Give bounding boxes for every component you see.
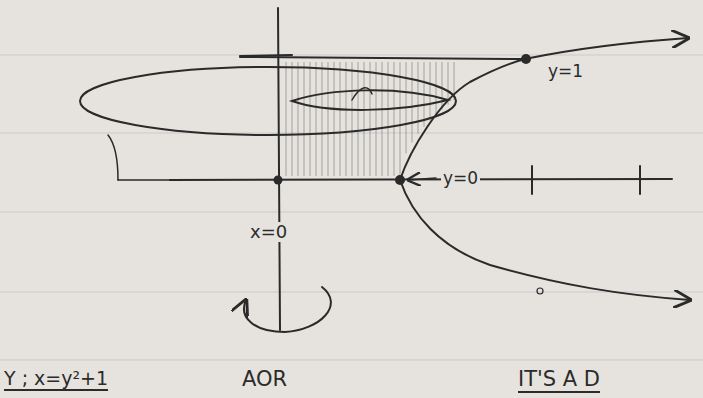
x-axis xyxy=(170,179,672,180)
hatch-line xyxy=(400,62,401,176)
hatch-line xyxy=(322,62,323,176)
hatch-line xyxy=(358,62,359,176)
hatch-line xyxy=(328,62,329,176)
hatch-line xyxy=(304,62,305,176)
hatch-line xyxy=(346,62,347,176)
tick xyxy=(240,55,292,56)
paper-rule xyxy=(0,55,703,360)
origin-dot xyxy=(274,176,283,185)
hatch-line xyxy=(418,62,419,134)
parabola-upper xyxy=(400,38,688,180)
parabola-lower xyxy=(400,180,690,300)
point-dot xyxy=(537,288,543,294)
hatch-line xyxy=(298,62,299,176)
equation-note: Y ; x=y²+1 xyxy=(4,368,108,391)
hatch-line xyxy=(364,62,365,176)
heading-note: IT'S A D xyxy=(518,368,600,393)
axis-label: x=0 xyxy=(248,222,289,242)
hatch-line xyxy=(286,62,287,176)
hatch-line xyxy=(448,62,449,105)
axis-label: y=1 xyxy=(548,62,583,81)
method-note: AOR xyxy=(242,368,287,391)
y-equals-1-line xyxy=(240,57,522,59)
hatch-line xyxy=(430,62,431,120)
tick xyxy=(531,166,533,194)
hatch-line xyxy=(352,62,353,176)
sketch-mark xyxy=(108,135,118,180)
hatch-line xyxy=(394,62,395,176)
hatch-line xyxy=(292,62,293,176)
sketch-mark xyxy=(118,179,170,181)
axis-label: y=0 xyxy=(441,169,480,188)
hatch-line xyxy=(340,62,341,176)
hatch-line xyxy=(310,62,311,176)
point-dot xyxy=(521,54,531,64)
inner-lens xyxy=(292,90,448,110)
sketch-mark xyxy=(352,88,372,100)
hatch-line xyxy=(334,62,335,176)
hatch-line xyxy=(412,62,413,142)
hatch-line xyxy=(388,62,389,176)
tick xyxy=(639,166,641,194)
hatch-line xyxy=(316,62,317,176)
hatch-line xyxy=(370,62,371,176)
vertex-dot xyxy=(395,175,405,185)
hatch-line xyxy=(436,62,437,115)
rotation-arrow xyxy=(244,287,331,332)
hatch-line xyxy=(382,62,383,176)
leader-line xyxy=(408,178,436,180)
revolved-solid xyxy=(80,67,456,135)
hatch-line xyxy=(376,62,377,176)
